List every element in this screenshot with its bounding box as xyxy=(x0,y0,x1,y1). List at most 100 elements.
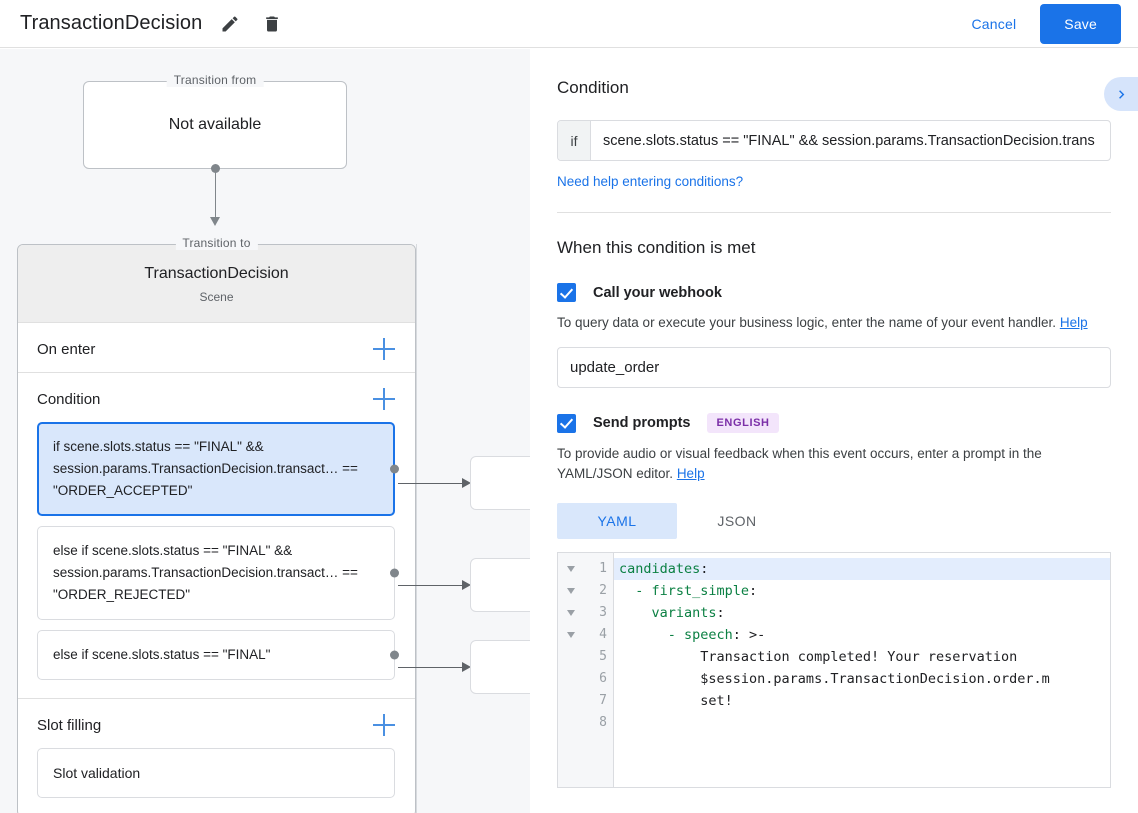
code-line: set! xyxy=(614,690,1110,712)
section-header: Condition xyxy=(18,373,415,422)
scene-name: TransactionDecision xyxy=(144,265,289,282)
section-slot-filling: Slot filling Slot validation xyxy=(18,699,415,813)
page-title: TransactionDecision xyxy=(20,12,203,34)
condition-section: Condition if Need help entering conditio… xyxy=(530,49,1138,213)
connection-port xyxy=(390,650,399,660)
code-text-area[interactable]: candidates: - first_simple: variants: - … xyxy=(614,553,1110,787)
condition-if-prefix: if xyxy=(558,121,591,160)
connection-port xyxy=(390,464,399,474)
prompts-description-text: To provide audio or visual feedback when… xyxy=(557,446,1042,481)
edge-line-3 xyxy=(398,666,463,668)
tab-json[interactable]: JSON xyxy=(717,513,757,529)
event-handler-input[interactable] xyxy=(557,347,1111,388)
cancel-button[interactable]: Cancel xyxy=(958,7,1031,41)
top-app-bar: TransactionDecision Cancel Save xyxy=(0,0,1138,48)
transition-to-legend: Transition to xyxy=(175,236,258,250)
tab-yaml[interactable]: YAML xyxy=(557,503,677,539)
pencil-icon[interactable] xyxy=(216,10,244,38)
section-divider xyxy=(557,212,1111,213)
code-line: variants: xyxy=(614,602,1110,624)
code-line: $session.params.TransactionDecision.orde… xyxy=(614,668,1110,690)
send-prompts-label: Send prompts xyxy=(593,415,691,431)
transition-to-header: Transition to TransactionDecision Scene xyxy=(18,236,415,323)
code-line xyxy=(614,712,1110,734)
code-fold-gutter[interactable] xyxy=(558,553,584,787)
section-condition: Condition if scene.slots.status == "FINA… xyxy=(18,373,415,699)
section-title-on-enter: On enter xyxy=(37,340,96,358)
edge-arrow-3 xyxy=(462,661,471,672)
code-key: variants xyxy=(619,605,717,621)
target-node-2[interactable] xyxy=(470,558,530,612)
line-number: 7 xyxy=(599,693,607,708)
fold-toggle-icon[interactable] xyxy=(558,580,584,602)
section-title-slot-filling: Slot filling xyxy=(37,716,102,734)
condition-input[interactable] xyxy=(591,121,1110,160)
add-slot-filling-button[interactable] xyxy=(373,714,395,736)
canvas-column-divider xyxy=(416,244,417,813)
prompt-code-editor[interactable]: 1 2 3 4 5 6 7 8 candidates: - first_simp… xyxy=(557,552,1111,788)
webhook-help-link[interactable]: Help xyxy=(1059,315,1088,330)
code-line: Transaction completed! Your reservation xyxy=(614,646,1110,668)
line-number: 6 xyxy=(599,671,607,686)
edge-line-2 xyxy=(398,584,463,586)
code-rest: $session.params.TransactionDecision.orde… xyxy=(619,671,1050,687)
section-on-enter: On enter xyxy=(18,323,415,373)
line-number: 1 xyxy=(599,561,607,576)
slot-filling-list: Slot validation xyxy=(18,748,415,813)
condition-item-text: else if scene.slots.status == "FINAL" xyxy=(53,647,271,662)
prompts-help-link[interactable]: Help xyxy=(676,466,705,481)
call-webhook-row[interactable]: Call your webhook xyxy=(557,283,1111,302)
condition-item-text: if scene.slots.status == "FINAL" && sess… xyxy=(53,439,358,498)
trash-icon[interactable] xyxy=(258,10,286,38)
code-rest: set! xyxy=(619,693,733,709)
scene-graph-canvas[interactable]: Transition from Not available Transition… xyxy=(0,49,530,813)
add-condition-button[interactable] xyxy=(373,388,395,410)
condition-item-final[interactable]: else if scene.slots.status == "FINAL" xyxy=(37,630,399,680)
target-node-3[interactable] xyxy=(470,640,530,694)
code-line: - first_simple: xyxy=(614,580,1110,602)
condition-item-rejected[interactable]: else if scene.slots.status == "FINAL" &&… xyxy=(37,526,399,620)
slot-validation-item[interactable]: Slot validation xyxy=(37,748,395,798)
code-key: - first_simple xyxy=(619,583,750,599)
section-header: On enter xyxy=(18,323,415,372)
editor-format-tabs: YAML JSON xyxy=(557,503,1111,539)
transition-from-legend: Transition from xyxy=(166,73,264,87)
add-on-enter-button[interactable] xyxy=(373,338,395,360)
fold-toggle-icon[interactable] xyxy=(558,624,584,646)
connection-port xyxy=(390,568,399,578)
line-number: 4 xyxy=(599,627,607,642)
line-number: 5 xyxy=(599,649,607,664)
code-line: candidates: xyxy=(614,558,1110,580)
scene-type: Scene xyxy=(199,290,234,304)
condition-list: if scene.slots.status == "FINAL" && sess… xyxy=(18,422,415,698)
fold-toggle-icon[interactable] xyxy=(558,558,584,580)
when-met-heading: When this condition is met xyxy=(557,238,756,257)
line-number: 2 xyxy=(599,583,607,598)
target-node-1[interactable] xyxy=(470,456,530,510)
section-title-condition: Condition xyxy=(37,390,101,408)
send-prompts-description: To provide audio or visual feedback when… xyxy=(557,444,1111,484)
webhook-description-text: To query data or execute your business l… xyxy=(557,315,1057,330)
chevron-right-icon[interactable] xyxy=(1104,77,1138,111)
code-rest: Transaction completed! Your reservation xyxy=(619,649,1018,665)
line-number: 8 xyxy=(599,715,607,730)
code-line: - speech: >- xyxy=(614,624,1110,646)
connector-arrowhead xyxy=(209,217,220,226)
condition-item-accepted[interactable]: if scene.slots.status == "FINAL" && sess… xyxy=(37,422,399,516)
send-prompts-row[interactable]: Send prompts ENGLISH xyxy=(557,413,1111,433)
condition-input-row[interactable]: if xyxy=(557,120,1111,161)
call-webhook-checkbox[interactable] xyxy=(557,283,576,302)
fold-toggle-icon[interactable] xyxy=(558,602,584,624)
code-key: candidates xyxy=(619,561,701,577)
save-button[interactable]: Save xyxy=(1040,3,1121,44)
scene-card: Transition to TransactionDecision Scene … xyxy=(17,236,416,813)
code-rest: : xyxy=(749,583,758,599)
condition-help-link[interactable]: Need help entering conditions? xyxy=(557,174,744,189)
edge-arrow-1 xyxy=(462,477,471,488)
connector-line xyxy=(214,168,216,219)
section-header: Slot filling xyxy=(18,699,415,748)
details-panel: Condition if Need help entering conditio… xyxy=(530,49,1138,813)
edge-arrow-2 xyxy=(462,579,471,590)
send-prompts-checkbox[interactable] xyxy=(557,413,576,433)
call-webhook-label: Call your webhook xyxy=(593,284,722,301)
